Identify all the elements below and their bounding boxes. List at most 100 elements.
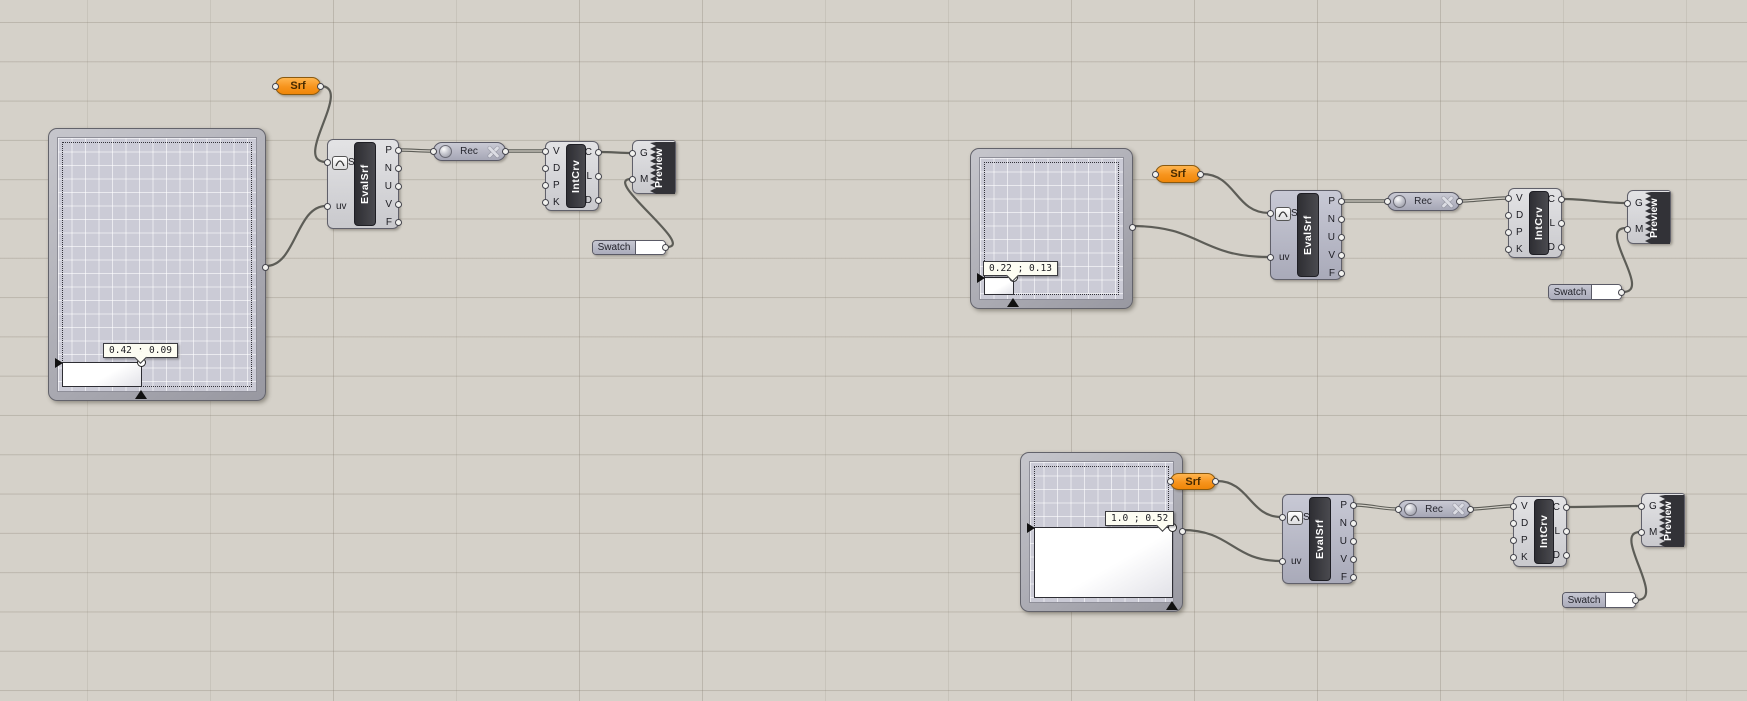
port-nub[interactable] <box>1467 505 1474 513</box>
data-recorder[interactable]: Rec <box>1395 500 1474 518</box>
wire-srf-to-evalsrf[interactable] <box>1215 479 1283 519</box>
port-nub[interactable] <box>542 199 549 206</box>
port-nub[interactable] <box>1384 198 1391 205</box>
port-nub[interactable] <box>1558 196 1565 203</box>
wire-c-to-preview[interactable] <box>1561 197 1628 205</box>
srf-param[interactable]: Srf <box>1167 473 1219 490</box>
preview-component[interactable]: G M Preview <box>1638 493 1685 547</box>
record-toggle-icon[interactable] <box>439 145 452 158</box>
port-nub[interactable] <box>395 219 402 226</box>
v-marker-triangle[interactable] <box>1027 523 1035 533</box>
intcrv-component[interactable]: V D P K IntCrv C L D <box>1505 188 1565 258</box>
clear-record-icon[interactable] <box>1451 502 1465 516</box>
port-nub[interactable] <box>542 165 549 172</box>
port-nub[interactable] <box>1279 514 1286 521</box>
port-nub[interactable] <box>1350 538 1357 545</box>
wire-swatch-to-m[interactable] <box>1615 226 1634 294</box>
port-nub[interactable] <box>1505 246 1512 253</box>
port-nub[interactable] <box>1338 234 1345 241</box>
colour-swatch[interactable]: Swatch <box>1548 284 1625 300</box>
port-nub[interactable] <box>1510 503 1517 510</box>
colour-swatch[interactable]: Swatch <box>1562 592 1639 608</box>
port-nub[interactable] <box>1350 520 1357 527</box>
colour-swatch[interactable]: Swatch <box>592 240 669 255</box>
port-nub[interactable] <box>1279 558 1286 565</box>
wire-c-to-preview[interactable] <box>1566 504 1642 509</box>
port-nub[interactable] <box>1350 556 1357 563</box>
preview-component[interactable]: G M Preview <box>1624 190 1671 244</box>
port-nub[interactable] <box>272 82 279 90</box>
port-nub[interactable] <box>1338 252 1345 259</box>
port-nub[interactable] <box>1350 502 1357 509</box>
wire-slider-to-uv[interactable] <box>1130 224 1271 259</box>
swatch-colour-well[interactable] <box>1606 593 1635 607</box>
clear-record-icon[interactable] <box>486 145 500 159</box>
wire-slider-to-uv[interactable] <box>1180 528 1283 563</box>
port-nub[interactable] <box>1563 552 1570 559</box>
srf-param[interactable]: Srf <box>272 77 324 95</box>
port-nub[interactable] <box>542 182 549 189</box>
port-nub[interactable] <box>595 197 602 204</box>
port-nub[interactable] <box>1618 288 1625 296</box>
wire-swatch-to-m[interactable] <box>624 177 674 249</box>
record-toggle-icon[interactable] <box>1404 502 1417 516</box>
md-slider[interactable]: 0.22 ; 0.13 <box>970 148 1136 309</box>
port-nub[interactable] <box>1505 195 1512 202</box>
evalsrf-component[interactable]: S uv EvalSrf P N U V F <box>1267 190 1345 280</box>
port-nub[interactable] <box>1505 229 1512 236</box>
port-nub[interactable] <box>1395 505 1402 513</box>
port-nub[interactable] <box>1505 212 1512 219</box>
wire-swatch-to-m[interactable] <box>1630 530 1648 602</box>
wire-slider-to-uv[interactable] <box>264 204 328 268</box>
port-nub[interactable] <box>395 201 402 208</box>
u-marker-triangle[interactable] <box>1007 298 1019 307</box>
port-nub[interactable] <box>1563 528 1570 535</box>
port-nub[interactable] <box>1638 529 1645 536</box>
port-nub[interactable] <box>595 149 602 156</box>
port-nub[interactable] <box>1624 226 1631 233</box>
port-nub[interactable] <box>1558 244 1565 251</box>
wire-c-to-preview[interactable] <box>598 150 633 155</box>
md-slider-field[interactable] <box>1027 461 1178 610</box>
swatch-colour-well[interactable] <box>636 241 665 254</box>
wire-srf-to-evalsrf[interactable] <box>314 84 332 164</box>
port-nub[interactable] <box>317 82 324 90</box>
port-nub[interactable] <box>324 159 331 166</box>
port-nub[interactable] <box>395 183 402 190</box>
port-nub[interactable] <box>430 148 437 155</box>
port-nub[interactable] <box>395 165 402 172</box>
md-slider[interactable]: 1.0 ; 0.52 <box>1020 452 1186 612</box>
port-nub[interactable] <box>1338 270 1345 277</box>
port-nub[interactable] <box>629 176 636 183</box>
port-nub[interactable] <box>1267 210 1274 217</box>
md-slider-field[interactable] <box>977 157 1124 307</box>
port-nub[interactable] <box>1129 224 1136 231</box>
wire-srf-to-evalsrf[interactable] <box>1200 172 1271 215</box>
port-nub[interactable] <box>262 264 269 271</box>
preview-component[interactable]: G M Preview <box>629 140 676 194</box>
port-nub[interactable] <box>1338 198 1345 205</box>
port-nub[interactable] <box>1152 170 1159 178</box>
port-nub[interactable] <box>1197 170 1204 178</box>
v-marker-triangle[interactable] <box>977 273 985 283</box>
intcrv-component[interactable]: V D P K IntCrv C L D <box>1510 496 1570 567</box>
port-nub[interactable] <box>324 203 331 210</box>
port-nub[interactable] <box>662 244 669 251</box>
md-slider[interactable]: 0.42 ; 0.09 <box>48 128 269 401</box>
port-nub[interactable] <box>1456 198 1463 205</box>
port-nub[interactable] <box>1638 503 1645 510</box>
port-nub[interactable] <box>595 173 602 180</box>
data-recorder[interactable]: Rec <box>1384 192 1463 211</box>
port-nub[interactable] <box>1338 216 1345 223</box>
port-nub[interactable] <box>502 148 509 155</box>
port-nub[interactable] <box>1624 200 1631 207</box>
port-nub[interactable] <box>395 147 402 154</box>
port-nub[interactable] <box>1350 574 1357 581</box>
u-marker-triangle[interactable] <box>135 390 147 399</box>
evalsrf-component[interactable]: S uv EvalSrf P N U V F <box>324 139 402 229</box>
port-nub[interactable] <box>1179 528 1186 535</box>
swatch-colour-well[interactable] <box>1592 285 1621 299</box>
port-nub[interactable] <box>1510 554 1517 561</box>
v-marker-triangle[interactable] <box>55 358 63 368</box>
